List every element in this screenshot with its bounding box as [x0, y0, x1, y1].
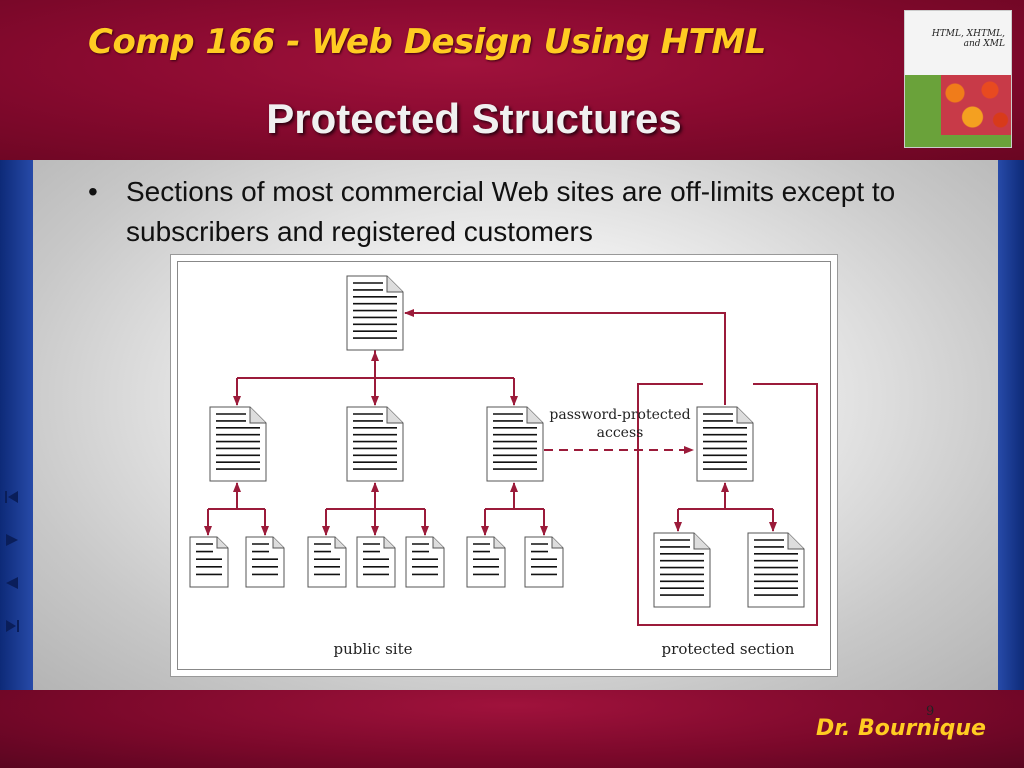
- leaf-page-5-icon: [405, 536, 445, 588]
- public-page-left-icon: [209, 406, 267, 482]
- book-cover-green-panel: [905, 75, 941, 135]
- next-slide-icon[interactable]: [3, 531, 21, 549]
- page-number: 9: [926, 704, 935, 719]
- bullet-text: Sections of most commercial Web sites ar…: [126, 176, 896, 247]
- course-title: Comp 166 - Web Design Using HTML: [88, 22, 766, 62]
- arrow-label-line1: password-protected: [549, 407, 690, 423]
- public-site-label: public site: [333, 640, 412, 658]
- book-title-line2: and XML: [963, 39, 1005, 49]
- protected-section-label: protected section: [662, 640, 795, 658]
- public-page-center-icon: [346, 406, 404, 482]
- bullet-marker: •: [88, 176, 98, 207]
- leaf-page-2-icon: [245, 536, 285, 588]
- book-cover-image: HTML, XHTML, and XML: [904, 10, 1012, 148]
- leaf-page-7-icon: [524, 536, 564, 588]
- home-page-icon: [346, 275, 404, 351]
- slide-title: Protected Structures: [266, 95, 682, 142]
- protected-leaf-right-icon: [747, 532, 805, 608]
- book-title-line1: HTML, XHTML,: [931, 29, 1005, 39]
- first-slide-icon[interactable]: [3, 488, 21, 506]
- leaf-page-4-icon: [356, 536, 396, 588]
- protected-leaf-left-icon: [653, 532, 711, 608]
- arrow-label-line2: access: [597, 425, 644, 441]
- protected-boundary: [637, 383, 818, 626]
- left-side-bar: [0, 160, 33, 690]
- book-cover-title: HTML, XHTML, and XML: [932, 29, 1005, 49]
- book-cover-strip: [905, 135, 1011, 147]
- leaf-page-3-icon: [307, 536, 347, 588]
- previous-slide-icon[interactable]: [3, 574, 21, 592]
- protected-to-home: [404, 309, 726, 405]
- leaf-page-6-icon: [466, 536, 506, 588]
- diagram-frame: [177, 261, 831, 670]
- header-banner: Comp 166 - Web Design Using HTML Protect…: [0, 0, 1024, 160]
- book-cover-flower-art: [941, 75, 1011, 135]
- public-page-right-icon: [486, 406, 544, 482]
- site-structure-diagram: password-protected access public site pr…: [170, 254, 838, 677]
- last-slide-icon[interactable]: [3, 617, 21, 635]
- diagram-canvas: password-protected access public site pr…: [189, 275, 818, 658]
- footer-banner: [0, 690, 1024, 768]
- right-side-bar: [998, 160, 1024, 690]
- author-name: Dr. Bournique: [816, 716, 986, 741]
- leaf-page-1-icon: [189, 536, 229, 588]
- protected-page-top-icon: [696, 406, 754, 482]
